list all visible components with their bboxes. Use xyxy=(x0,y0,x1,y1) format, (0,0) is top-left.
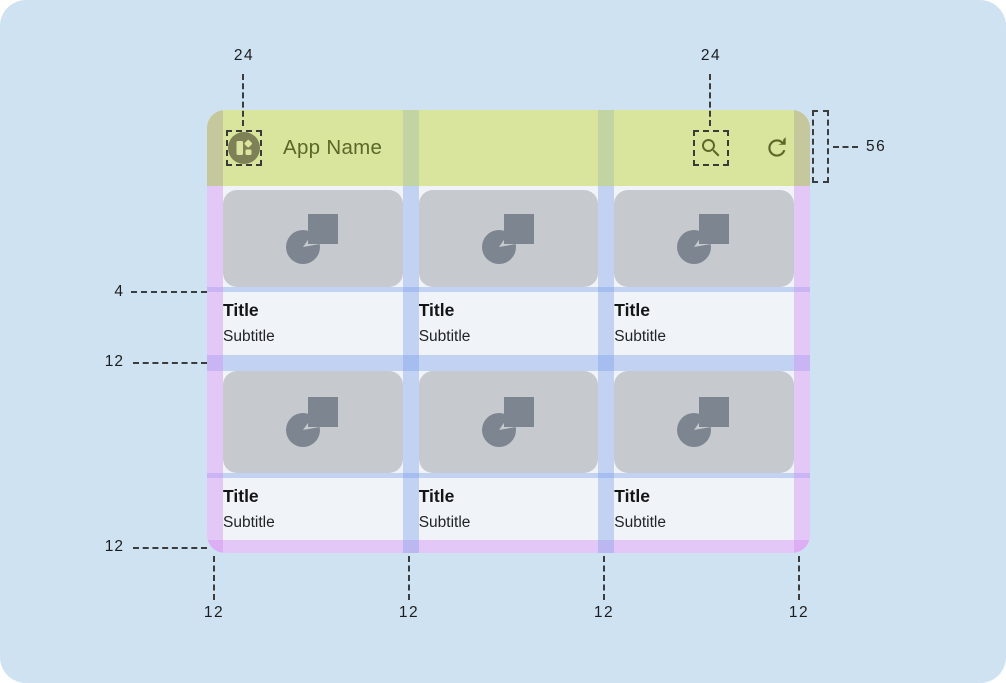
card-text-block[interactable]: Title Subtitle xyxy=(223,478,403,540)
card-subtitle: Subtitle xyxy=(418,328,471,345)
card-subtitle: Subtitle xyxy=(614,328,666,345)
appbar-gutter-stripe xyxy=(598,110,615,186)
app-panel: Title Subtitle Title Subtitle Title Subt… xyxy=(207,110,810,553)
dimension-guide-row-gap xyxy=(133,362,207,364)
dimension-guide-gutter-1 xyxy=(408,556,410,600)
keyline-box-search-icon xyxy=(693,130,729,166)
card-subtitle: Subtitle xyxy=(418,514,471,531)
card-text-block[interactable]: Title Subtitle xyxy=(223,292,403,355)
gutter-overlay xyxy=(598,186,615,553)
layout-margin-left-overlay xyxy=(207,186,223,553)
card-title: Title xyxy=(418,486,455,506)
keyline-box-app-icon xyxy=(226,130,262,166)
dimension-label-bottom-margin: 12 xyxy=(104,538,124,555)
card-text-block[interactable]: Title Subtitle xyxy=(614,292,794,355)
card-image[interactable] xyxy=(223,190,403,287)
app-icon-button[interactable] xyxy=(228,132,260,164)
card-title: Title xyxy=(614,300,650,320)
dimension-label-appbar-height: 56 xyxy=(866,138,887,155)
dimension-guide-right-margin xyxy=(798,556,800,600)
dimension-guide-search-icon xyxy=(709,74,711,126)
shapes-placeholder-icon xyxy=(285,397,338,447)
dimension-guide-left-margin xyxy=(213,556,215,600)
card-image[interactable] xyxy=(418,190,599,287)
layout-margin-right-overlay xyxy=(794,186,810,553)
card-image[interactable] xyxy=(614,190,794,287)
dimension-label-row-gap: 12 xyxy=(104,353,124,370)
card-subtitle: Subtitle xyxy=(223,514,275,531)
card-title: Title xyxy=(223,486,259,506)
bottom-margin-band xyxy=(207,540,810,553)
card-text-block[interactable]: Title Subtitle xyxy=(614,478,794,540)
card-text-block[interactable]: Title Subtitle xyxy=(419,478,599,540)
dimension-label-gutter-1: 12 xyxy=(398,604,420,621)
card-text-block[interactable]: Title Subtitle xyxy=(419,292,599,355)
shapes-placeholder-icon xyxy=(481,213,534,264)
shapes-placeholder-icon xyxy=(285,213,338,264)
dimension-guide-image-text-gap xyxy=(131,291,207,293)
card-image[interactable] xyxy=(614,371,794,473)
dimension-guide-app-icon xyxy=(242,74,244,126)
app-name-title: App Name xyxy=(283,136,383,159)
shapes-placeholder-icon xyxy=(677,213,730,264)
dimension-label-right-margin: 12 xyxy=(788,604,810,621)
shapes-placeholder-icon xyxy=(481,397,534,447)
spacing-band-4 xyxy=(207,473,810,478)
appbar-height-bracket xyxy=(812,110,829,183)
appbar-margin-stripe xyxy=(794,110,810,186)
refresh-icon[interactable] xyxy=(764,135,790,161)
dimension-guide-appbar-height xyxy=(833,146,858,148)
dimension-label-left-margin: 12 xyxy=(203,604,225,621)
appbar-margin-stripe xyxy=(207,110,223,186)
dashboard-icon xyxy=(236,139,253,155)
dimension-guide-bottom-margin xyxy=(133,547,207,549)
gutter-overlay xyxy=(402,186,419,553)
dimension-label-gutter-2: 12 xyxy=(593,604,615,621)
spacing-band-12 xyxy=(207,355,810,371)
dimension-label-image-text-gap: 4 xyxy=(114,283,124,300)
card-subtitle: Subtitle xyxy=(223,328,275,345)
card-image[interactable] xyxy=(418,371,599,473)
spacing-band-4 xyxy=(207,287,810,292)
appbar-gutter-stripe xyxy=(402,110,419,186)
dimension-label-app-icon: 24 xyxy=(233,47,255,64)
app-bar: App Name xyxy=(207,110,810,186)
card-title: Title xyxy=(223,300,259,320)
shapes-placeholder-icon xyxy=(677,397,730,447)
card-image[interactable] xyxy=(223,371,403,473)
search-icon[interactable] xyxy=(699,136,723,160)
card-title: Title xyxy=(418,300,455,320)
card-title: Title xyxy=(614,486,650,506)
dimension-guide-gutter-2 xyxy=(603,556,605,600)
dimension-label-search-icon: 24 xyxy=(700,47,722,64)
card-subtitle: Subtitle xyxy=(614,514,666,531)
